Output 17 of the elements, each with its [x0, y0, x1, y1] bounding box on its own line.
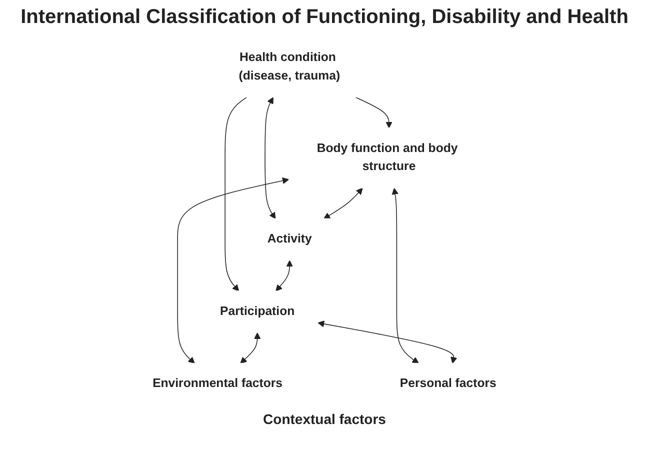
arrow [177, 177, 290, 364]
note-text: Contextual factors [262, 411, 387, 427]
arrow [318, 320, 458, 364]
diagram-title: International Classification of Functioning, Disability and Health [20, 6, 630, 29]
arrow [224, 96, 248, 292]
node-text: Health condition (disease, trauma) [238, 51, 340, 83]
arrow [264, 97, 276, 219]
arrow [324, 188, 363, 219]
node-text: Participation [220, 304, 295, 318]
node-text: Activity [267, 232, 312, 246]
node-text: Environmental factors [152, 377, 283, 390]
arrow [392, 188, 419, 364]
arrow [276, 260, 294, 292]
arrow [354, 96, 392, 128]
arrow [240, 332, 261, 364]
node-text: Body function and body structure [316, 142, 458, 174]
node-text: Personal factors [400, 377, 496, 390]
